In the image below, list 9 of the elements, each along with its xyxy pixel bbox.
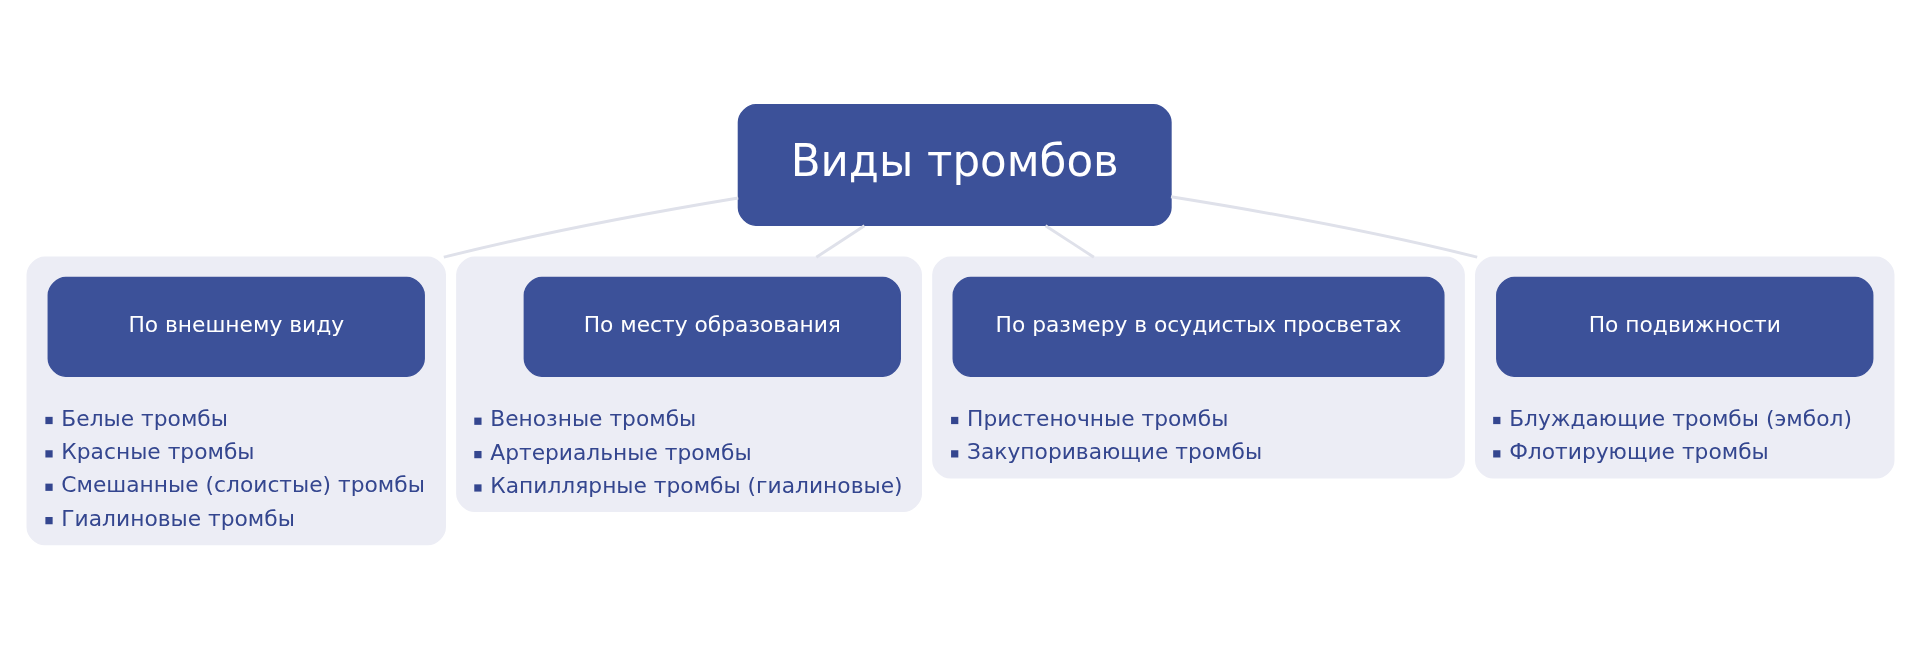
node-box: По подвижности <box>1495 276 1873 377</box>
node-box: По месту образования <box>523 276 901 377</box>
node-box: По размеру в осудистых просветах <box>952 276 1445 377</box>
node-box: По внешнему виду <box>47 276 425 377</box>
connector <box>1170 194 1478 259</box>
node-box: Виды тромбов <box>737 103 1172 226</box>
connector <box>442 196 738 259</box>
connector <box>1044 223 1095 258</box>
connector <box>815 223 865 258</box>
